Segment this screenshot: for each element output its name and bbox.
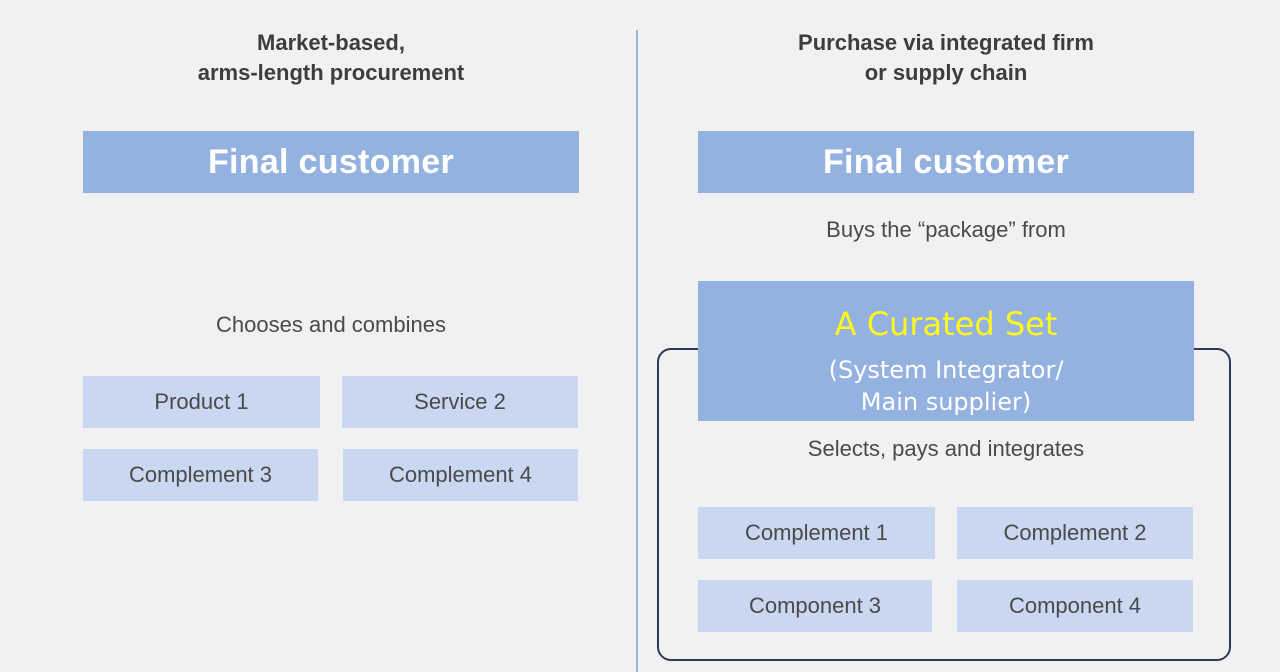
right-heading-line2: or supply chain [864, 60, 1028, 85]
column-divider [636, 30, 638, 672]
right-tile-component-4: Component 4 [957, 580, 1193, 632]
right-heading-line1: Purchase via integrated firm [798, 30, 1094, 55]
curated-set-box: A Curated Set (System Integrator/ Main s… [698, 281, 1194, 421]
curated-subtitle-line1: (System Integrator/ [828, 356, 1064, 384]
right-caption-selects: Selects, pays and integrates [807, 436, 1085, 461]
left-heading: Market-based, arms-length procurement [83, 28, 579, 88]
right-caption-buys-package: Buys the “package” from [826, 217, 1066, 242]
left-tile-complement-3: Complement 3 [83, 449, 318, 501]
left-heading-line1: Market-based, [257, 30, 405, 55]
left-tile-complement-4: Complement 4 [343, 449, 578, 501]
left-caption-chooses: Chooses and combines [216, 312, 446, 337]
right-tile-complement-2: Complement 2 [957, 507, 1193, 559]
curated-set-title: A Curated Set [834, 305, 1058, 343]
right-final-customer-banner: Final customer [698, 131, 1194, 193]
left-tile-service-2: Service 2 [342, 376, 578, 428]
left-final-customer-banner: Final customer [83, 131, 579, 193]
right-tile-component-3: Component 3 [698, 580, 932, 632]
left-tile-product-1: Product 1 [83, 376, 320, 428]
curated-subtitle-line2: Main supplier) [860, 388, 1032, 416]
right-tile-complement-1: Complement 1 [698, 507, 935, 559]
left-heading-line2: arms-length procurement [197, 60, 465, 85]
curated-set-subtitle: (System Integrator/ Main supplier) [698, 354, 1194, 418]
right-heading: Purchase via integrated firm or supply c… [698, 28, 1194, 88]
